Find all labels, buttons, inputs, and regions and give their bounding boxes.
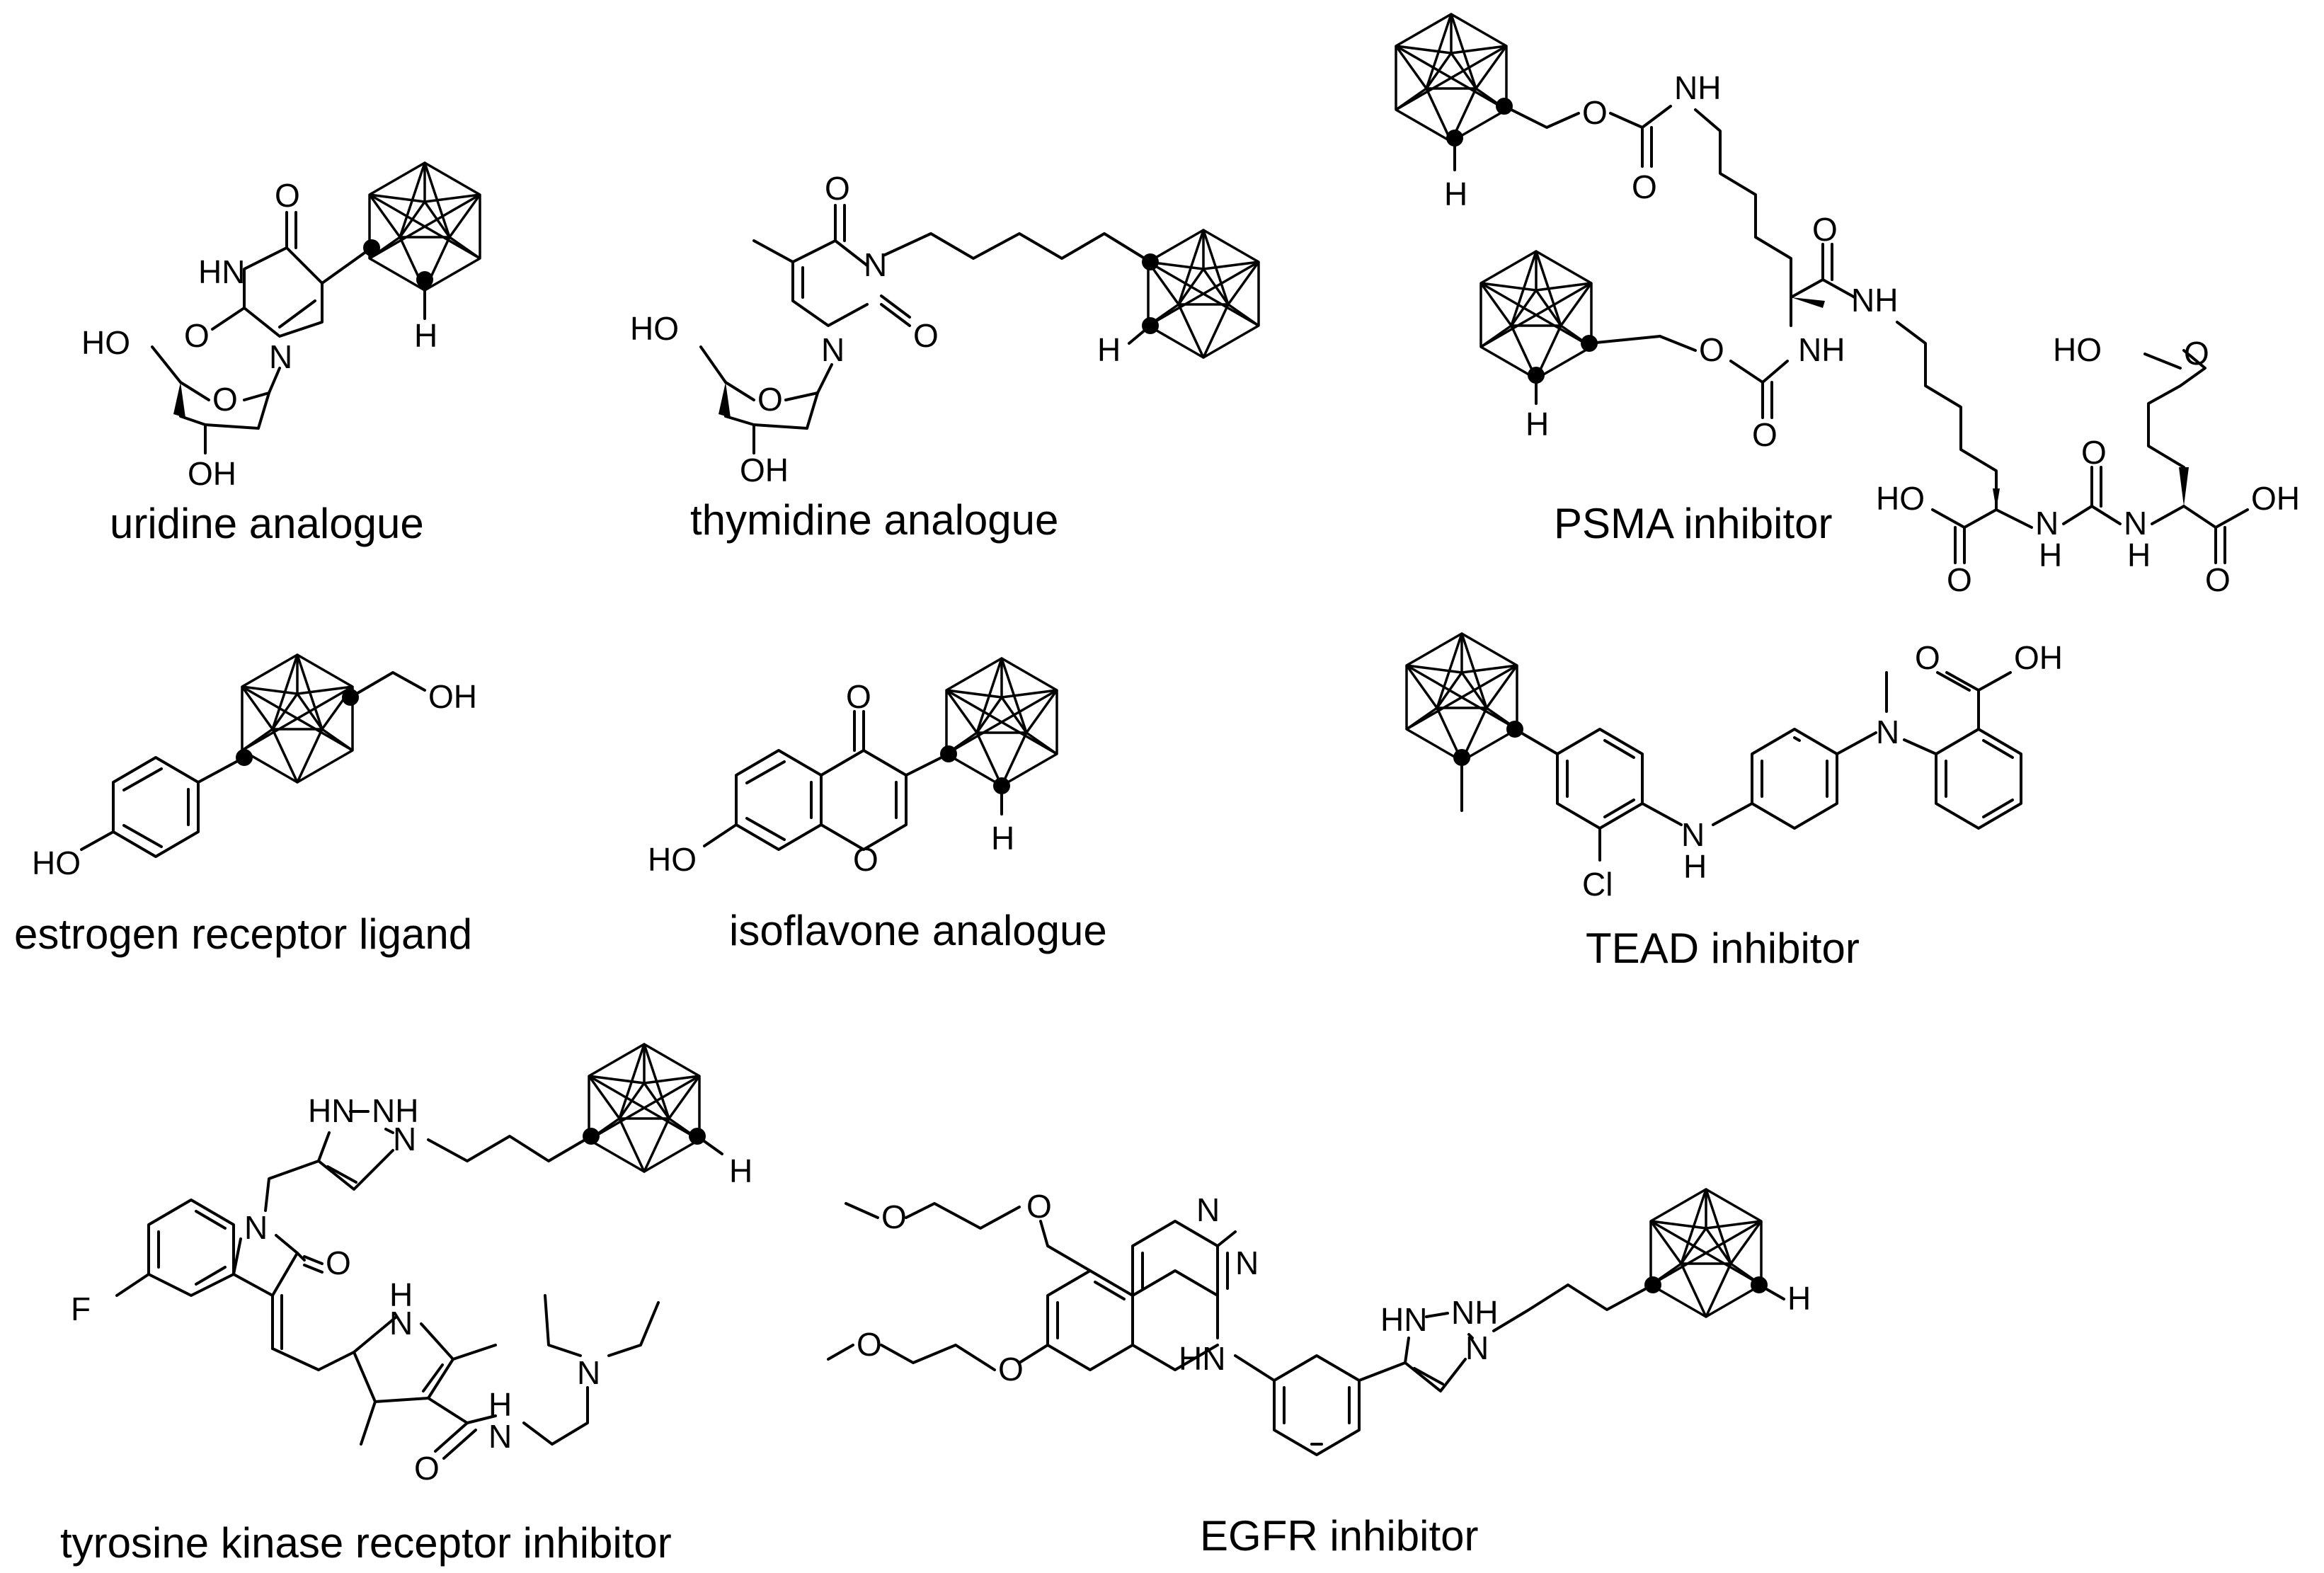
atom-label-hn: HN [308,1092,355,1129]
atom-label-o: O [1947,561,1972,598]
carborane-cage-icon [945,657,1058,787]
atom-label-h: H [2127,537,2151,573]
compound-caption: EGFR inhibitor [1200,1512,1478,1560]
atom-label-hn: HN [198,253,245,290]
compound-caption: estrogen receptor ligand [14,910,472,958]
atom-label-n: N [1876,714,1899,750]
atom-label-n: N [1681,816,1705,853]
compound-caption: PSMA inhibitor [1554,500,1833,547]
atom-label-h: H [1444,176,1467,212]
compound-caption: isoflavone analogue [729,907,1107,954]
carborane-cage-icon [1649,1188,1763,1318]
atom-label-o: O [1582,94,1608,131]
atom-label-nh: NH [1798,331,1845,368]
atom-label-o: O [881,1199,907,1235]
atom-label-n: N [2124,505,2147,542]
atom-label-o: O [1699,331,1724,368]
atom-label-o: O [1026,1188,1052,1225]
atom-label-o: O [857,1326,882,1363]
atom-label-o: O [757,381,783,418]
atom-label-n: N [393,1121,416,1157]
atom-label-h: H [729,1152,752,1189]
compound-caption: uridine analogue [110,500,424,547]
atom-label-nh: NH [372,1092,418,1129]
atom-label-o: O [1632,168,1657,205]
atom-label-ho: HO [630,310,679,347]
atom-label-o: O [414,1450,440,1487]
atom-label-h: H [1526,406,1549,442]
atom-label-n: N [2035,505,2059,542]
atom-label-ho: HO [648,841,697,878]
atom-label-o: O [2205,561,2231,598]
compound-tyrosine-kinase-receptor-inhibitor: H N HN NH N O F H N [60,1043,752,1567]
atom-label-o: O [2184,335,2209,372]
atom-label-oh: OH [740,452,789,488]
atom-label-nh: NH [1674,69,1721,106]
atom-label-nh: NH [1851,282,1898,319]
compound-estrogen-receptor-ligand: OH HO estrogen receptor ligand [14,653,477,958]
atom-label-h: H [1787,1280,1811,1317]
atom-label-n: N [244,1209,268,1246]
atom-label-h: H [1683,848,1707,885]
atom-label-o: O [275,177,300,214]
atom-label-h: H [2039,537,2062,573]
atom-label-o: O [913,317,939,354]
atom-label-o: O [326,1245,351,1281]
atom-label-o: O [1812,211,1838,248]
atom-label-oh: OH [2251,480,2300,517]
compound-thymidine-analogue: H N O O N O HO OH thymidine analogue [630,170,1260,544]
atom-label-o: O [1915,639,1940,676]
atom-label-h: H [488,1386,512,1423]
atom-label-o: O [853,841,878,878]
atom-label-f: F [71,1291,91,1327]
compound-caption: tyrosine kinase receptor inhibitor [60,1519,672,1567]
compound-caption: TEAD inhibitor [1586,925,1860,972]
atom-label-n: N [577,1354,600,1391]
carborane-cage-icon [588,1043,701,1173]
atom-label-n: N [1196,1191,1220,1228]
atom-label-oh: OH [2014,639,2063,676]
atom-label-o: O [1752,416,1778,453]
compound-caption: thymidine analogue [690,496,1058,544]
compound-tead-inhibitor: Cl N H N O OH TEAD inhibitor [1405,632,2063,972]
carborane-cage-icon [241,653,354,784]
atom-label-h: H [389,1276,413,1313]
atom-label-o: O [212,381,238,418]
atom-label-n: N [488,1418,512,1455]
atom-label-hn: HN [1380,1301,1427,1338]
atom-label-o: O [825,170,850,207]
carborane-cage-icon [1395,13,1508,143]
compound-egfr-inhibitor: H N HN NH HN N N O O O O [827,1188,1811,1560]
atom-label-ho: HO [32,845,81,881]
atom-label-oh: OH [188,455,236,492]
carborane-cage-icon [1405,632,1518,762]
atom-label-nh: NH [1451,1294,1498,1331]
atom-label-n: N [821,331,845,368]
compound-uridine-analogue: H O HN O N O HO OH uridine analogue [81,161,481,547]
atom-label-o: O [846,678,871,715]
atom-label-o: O [2081,434,2107,471]
atom-label-h: H [991,820,1014,857]
atom-label-cl: Cl [1582,866,1613,903]
atom-label-ho: HO [1876,480,1925,517]
atom-label-oh: OH [428,678,477,715]
atom-label-o: O [998,1351,1024,1388]
atom-label-n: N [1235,1245,1259,1281]
atom-label-ho: HO [81,324,130,361]
atom-label-n: N [269,338,292,375]
atom-label-ho: HO [2053,331,2102,368]
carborane-cage-icon [1147,229,1260,359]
atom-label-o: O [184,317,210,354]
atom-label-n: N [389,1305,413,1342]
compound-isoflavone-analogue: H O O HO isoflavone analogue [648,657,1107,954]
atom-label-h: H [414,317,437,354]
compound-psma-inhibitor: H O O NH O NH NH O O H O HO [1395,13,2300,598]
carborane-cage-icon [1479,250,1593,380]
atom-label-h: H [1097,331,1121,368]
